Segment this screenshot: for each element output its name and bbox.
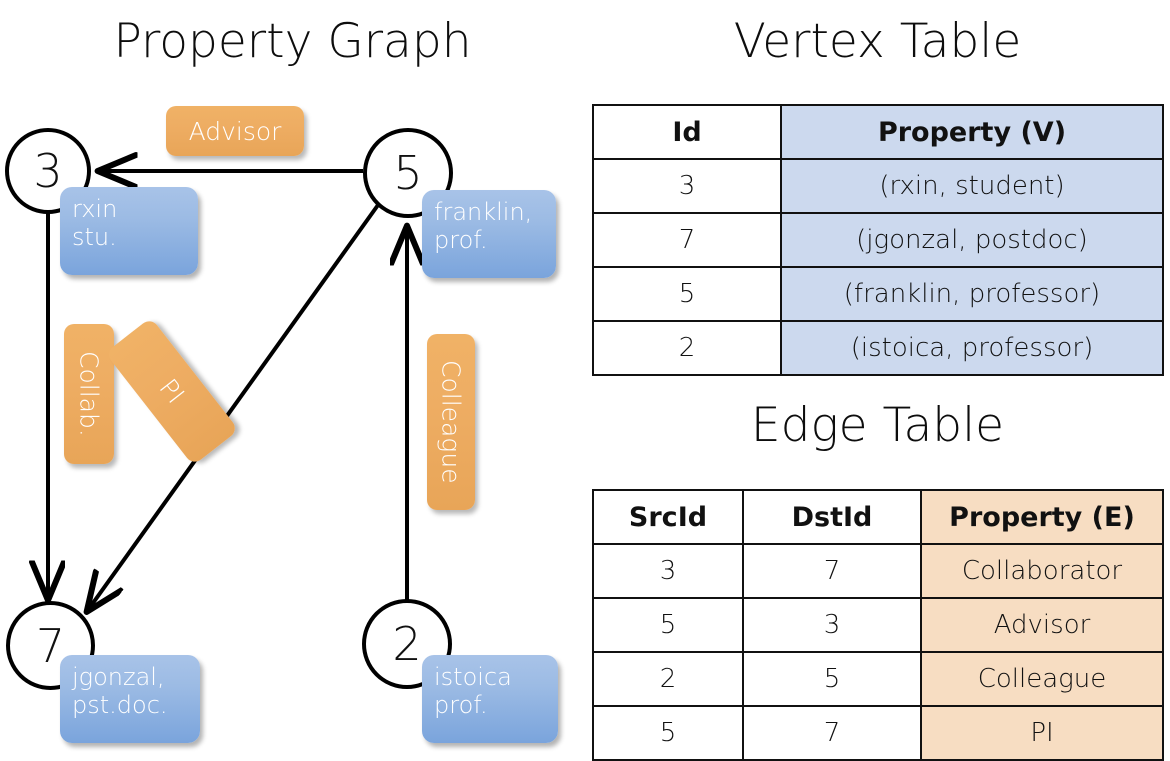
table-row[interactable]: 5 7 PI	[592, 705, 1164, 761]
edge-table: SrcId DstId Property (E) 3 7 Collaborato…	[592, 489, 1164, 761]
table-row[interactable]: 3 7 Collaborator	[592, 543, 1164, 599]
graph-node-5[interactable]: 5	[363, 128, 453, 218]
property-graph-diagram: 3 5 7 2 rxin stu. franklin, prof. jgonza…	[0, 0, 585, 760]
vertex-property-3-line1: rxin	[72, 195, 118, 223]
edge-row-1-property: Advisor	[920, 597, 1164, 653]
vertex-property-7-line2: pst.doc.	[72, 691, 168, 720]
edge-label-advisor[interactable]: Advisor	[166, 106, 304, 156]
table-row[interactable]: 2 (istoica, professor)	[592, 320, 1164, 376]
edge-label-pi-text: PI	[153, 373, 191, 410]
vertex-row-1-id: 7	[592, 212, 782, 268]
page-title-vertex-table: Vertex Table	[733, 14, 1022, 69]
vertex-table-header-row: Id Property (V)	[592, 104, 1164, 160]
vertex-row-1-property: (jgonzal, postdoc)	[780, 212, 1164, 268]
vertex-property-box-3[interactable]: rxin stu.	[60, 187, 198, 275]
edge-row-0-src: 3	[592, 543, 744, 599]
table-row[interactable]: 3 (rxin, student)	[592, 158, 1164, 214]
vertex-property-5-line1: franklin,	[434, 198, 533, 226]
vertex-row-3-id: 2	[592, 320, 782, 376]
edge-row-3-property: PI	[920, 705, 1164, 761]
edge-row-3-dst: 7	[742, 705, 922, 761]
edge-table-header-property: Property (E)	[920, 489, 1164, 545]
vertex-property-3-line2: stu.	[72, 223, 117, 252]
vertex-row-3-property: (istoica, professor)	[780, 320, 1164, 376]
edge-label-collab[interactable]: Collab.	[64, 324, 114, 464]
edge-label-advisor-text: Advisor	[188, 116, 282, 146]
edge-label-colleague-text: Colleague	[436, 360, 466, 484]
edge-label-collab-text: Collab.	[74, 351, 104, 437]
edge-table-header-row: SrcId DstId Property (E)	[592, 489, 1164, 545]
table-row[interactable]: 7 (jgonzal, postdoc)	[592, 212, 1164, 268]
edge-row-2-property: Colleague	[920, 651, 1164, 707]
edge-row-2-dst: 5	[742, 651, 922, 707]
vertex-property-box-2[interactable]: istoica prof.	[422, 655, 558, 743]
table-row[interactable]: 5 (franklin, professor)	[592, 266, 1164, 322]
edge-row-3-src: 5	[592, 705, 744, 761]
edge-table-header-srcid: SrcId	[592, 489, 744, 545]
edge-row-1-src: 5	[592, 597, 744, 653]
edge-5-to-7	[88, 203, 380, 610]
table-row[interactable]: 2 5 Colleague	[592, 651, 1164, 707]
vertex-property-box-7[interactable]: jgonzal, pst.doc.	[60, 655, 200, 743]
edge-label-colleague[interactable]: Colleague	[427, 334, 475, 510]
edge-row-0-dst: 7	[742, 543, 922, 599]
table-row[interactable]: 5 3 Advisor	[592, 597, 1164, 653]
vertex-table-header-id: Id	[592, 104, 782, 160]
vertex-property-7-line1: jgonzal,	[72, 663, 165, 691]
vertex-row-0-property: (rxin, student)	[780, 158, 1164, 214]
vertex-table: Id Property (V) 3 (rxin, student) 7 (jgo…	[592, 104, 1164, 376]
vertex-row-2-id: 5	[592, 266, 782, 322]
vertex-property-5-line2: prof.	[434, 226, 488, 255]
graph-node-2-label: 2	[392, 617, 422, 671]
graph-node-3-label: 3	[33, 144, 63, 198]
edge-row-1-dst: 3	[742, 597, 922, 653]
page-title-edge-table: Edge Table	[750, 398, 1005, 453]
edge-row-0-property: Collaborator	[920, 543, 1164, 599]
edge-row-2-src: 2	[592, 651, 744, 707]
graph-node-2[interactable]: 2	[362, 599, 452, 689]
vertex-property-2-line1: istoica	[434, 663, 512, 691]
graph-edges-layer	[0, 0, 585, 760]
edge-table-header-dstid: DstId	[742, 489, 922, 545]
vertex-property-box-5[interactable]: franklin, prof.	[422, 190, 556, 278]
vertex-row-0-id: 3	[592, 158, 782, 214]
vertex-property-2-line2: prof.	[434, 691, 488, 720]
vertex-row-2-property: (franklin, professor)	[780, 266, 1164, 322]
page-title-property-graph: Property Graph	[113, 14, 472, 69]
graph-node-5-label: 5	[393, 146, 423, 200]
vertex-table-header-property: Property (V)	[780, 104, 1164, 160]
